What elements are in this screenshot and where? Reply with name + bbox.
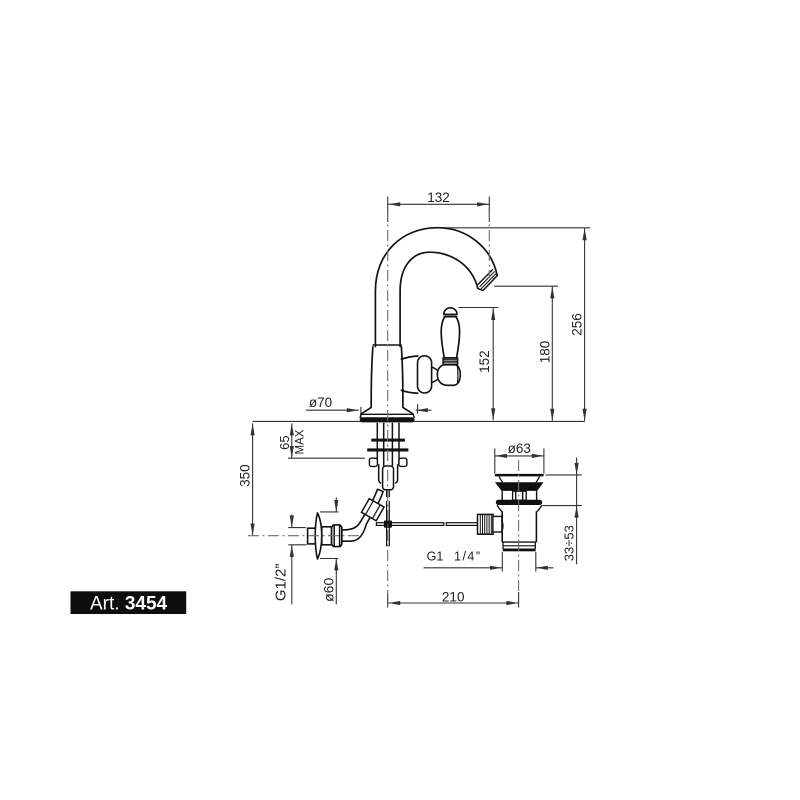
svg-text:132: 132 [427,190,450,205]
svg-text:210: 210 [442,590,465,605]
svg-text:ø63: ø63 [508,441,531,456]
svg-text:152: 152 [477,350,492,373]
svg-text:256: 256 [570,313,585,336]
svg-text:33÷53: 33÷53 [562,525,577,561]
svg-text:G1: G1 [427,550,444,564]
svg-text:180: 180 [537,341,552,364]
svg-text:MAX: MAX [295,429,307,454]
svg-text:ø60: ø60 [321,578,337,602]
svg-text:350: 350 [237,464,252,487]
svg-text:G1/2”: G1/2” [273,564,290,602]
svg-text:65: 65 [277,435,292,449]
svg-text:Art. 3454: Art. 3454 [90,594,168,615]
svg-text:ø70: ø70 [309,395,332,410]
svg-text:1/4”: 1/4” [454,550,482,564]
